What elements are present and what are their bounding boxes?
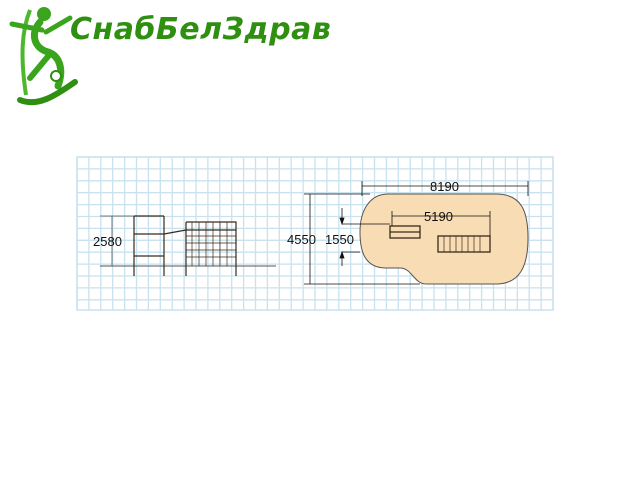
side-height-dimension: 2580: [93, 234, 122, 249]
inner-length-dimension: 5190: [424, 209, 453, 224]
brand-logo: СнабБелЗдрав: [0, 0, 332, 110]
plan-view: 8190 5190 4550 1550: [287, 179, 529, 285]
overall-depth-dimension: 4550: [287, 232, 316, 247]
overall-length-dimension: 8190: [430, 179, 459, 194]
brand-name: СнабБелЗдрав: [70, 12, 332, 47]
athlete-figure-icon: [9, 7, 78, 106]
side-elevation-view: [100, 215, 276, 276]
inner-depth-dimension: 1550: [325, 232, 354, 247]
